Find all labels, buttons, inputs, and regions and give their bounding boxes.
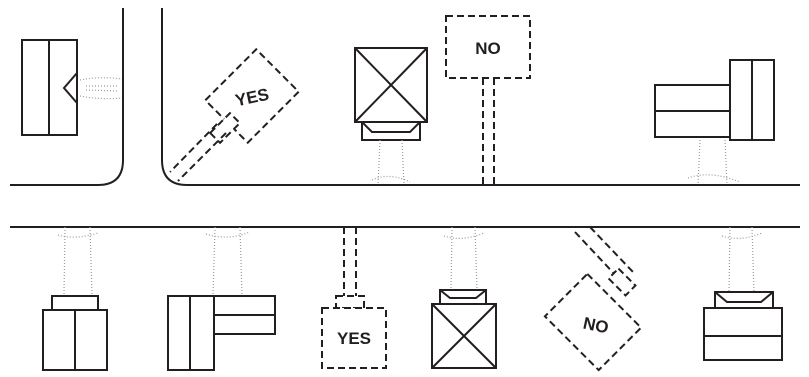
box-lower-1-cap — [51, 295, 99, 311]
house-lower-2 — [167, 226, 276, 371]
mailbox-x-upper — [354, 47, 428, 186]
box-lower-6-body — [703, 307, 783, 361]
no-sign-lower: NO — [543, 226, 643, 372]
yes-sign-upper: YES — [169, 47, 301, 182]
walk-lower-2 — [205, 226, 251, 296]
walk-lower-1 — [57, 226, 99, 296]
no-lower-base — [607, 267, 637, 297]
walkway-upper-right — [687, 139, 741, 186]
yes-sign-lower: YES — [321, 227, 387, 369]
yes-sign-lower-box — [321, 307, 387, 369]
no-lower-post — [574, 226, 634, 281]
no-label-upper: NO — [475, 39, 501, 58]
walk-lower-6 — [721, 226, 763, 293]
no-label-lower: NO — [581, 314, 610, 338]
box-x-upper-bevel — [361, 121, 421, 133]
street-curbs — [10, 8, 800, 228]
curb-upper-right — [161, 8, 800, 186]
box-x-line-2 — [354, 47, 428, 123]
house-porch — [62, 70, 78, 106]
house-upper-right — [654, 59, 775, 186]
no-sign-upper-box — [445, 15, 531, 79]
yes-sign-upper-post — [169, 123, 227, 182]
house-upper-left — [21, 39, 123, 136]
box-lower-6-bevel — [714, 291, 774, 303]
post-shadow — [371, 139, 411, 186]
box-x-lower-line-2 — [431, 303, 497, 369]
no-sign-lower-box — [543, 272, 643, 372]
yes-sign-upper-base — [208, 111, 242, 145]
mailbox-lower-6 — [703, 226, 783, 361]
yes-label-lower: YES — [337, 329, 371, 348]
no-sign-upper: NO — [445, 15, 531, 185]
box-x-lower-bevel — [439, 289, 487, 299]
mailbox-x-lower — [431, 226, 497, 369]
mailbox-lower-1 — [42, 226, 108, 371]
curb-upper-left — [10, 8, 124, 186]
walk-lower-4 — [443, 226, 485, 291]
yes-lower-base — [335, 295, 365, 309]
walkway — [79, 77, 123, 100]
